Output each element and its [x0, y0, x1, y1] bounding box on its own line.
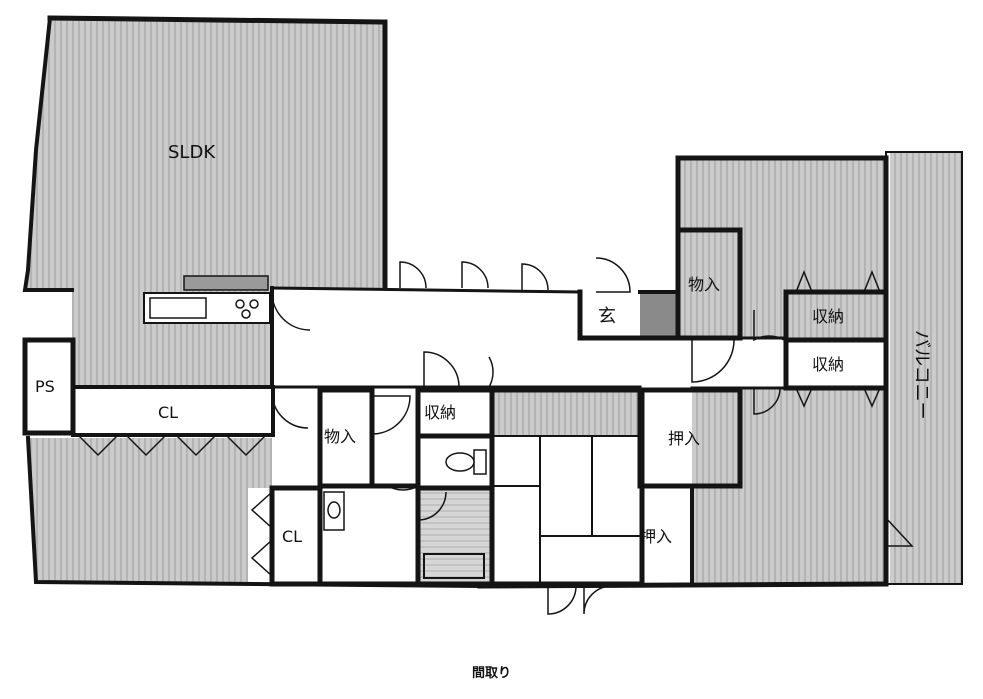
door-swing [521, 263, 549, 291]
door-swing [583, 585, 613, 615]
genkan-tile [640, 292, 678, 336]
door-swing [417, 491, 447, 521]
wall-cl-small [269, 485, 323, 587]
room-label-shuno-upper: 収納 [812, 307, 844, 326]
room-label-cl-small: CL [282, 527, 302, 546]
room-label-cl-main: CL [158, 403, 178, 422]
room-label-shuno-hall: 収納 [424, 403, 456, 422]
toilet-fixture [445, 449, 487, 475]
door-swing [371, 395, 411, 435]
wall-sldk-left [22, 15, 74, 292]
room-label-monoire-top: 物入 [688, 275, 720, 294]
wash-basin [323, 491, 345, 531]
room-label-genkan: 玄 [598, 306, 616, 327]
door-swing [885, 517, 914, 547]
door-swing [461, 261, 489, 289]
door-swing [753, 387, 781, 415]
door-swing [547, 585, 577, 615]
door-swing [595, 257, 631, 293]
door-swing [399, 261, 427, 289]
door-swing [459, 356, 494, 388]
wall-monoire-top [675, 227, 743, 341]
room-label-ps: PS [35, 377, 55, 396]
balcony-floor [890, 152, 962, 584]
plan-caption: 間取り [471, 666, 511, 681]
washitsu-engawa [494, 392, 640, 436]
door-swing [691, 339, 735, 383]
door-swing [271, 291, 311, 331]
room-label-monoire-mid: 物入 [324, 427, 356, 446]
room-label-shuno-lower: 収納 [812, 355, 844, 374]
kitchen-counter [143, 275, 271, 324]
sldk-floor [25, 18, 385, 385]
wall-sldk [47, 15, 388, 291]
bedroom-right-upper-floor [678, 158, 886, 338]
door-swing [423, 351, 460, 388]
bath-floor [420, 490, 490, 582]
bedroom-left-floor [28, 438, 272, 582]
door-swing [271, 391, 309, 429]
room-label-balcony: バルコニー [911, 330, 932, 420]
room-label-sldk: SLDK [168, 142, 216, 163]
wall-cl-main [71, 385, 275, 437]
wall-balcony [885, 151, 963, 585]
room-label-oshiire-upper: 押入 [668, 429, 700, 448]
door-swing [753, 310, 785, 342]
room-label-oshiire-lower: 押入 [640, 527, 672, 546]
door-swing [387, 456, 419, 491]
